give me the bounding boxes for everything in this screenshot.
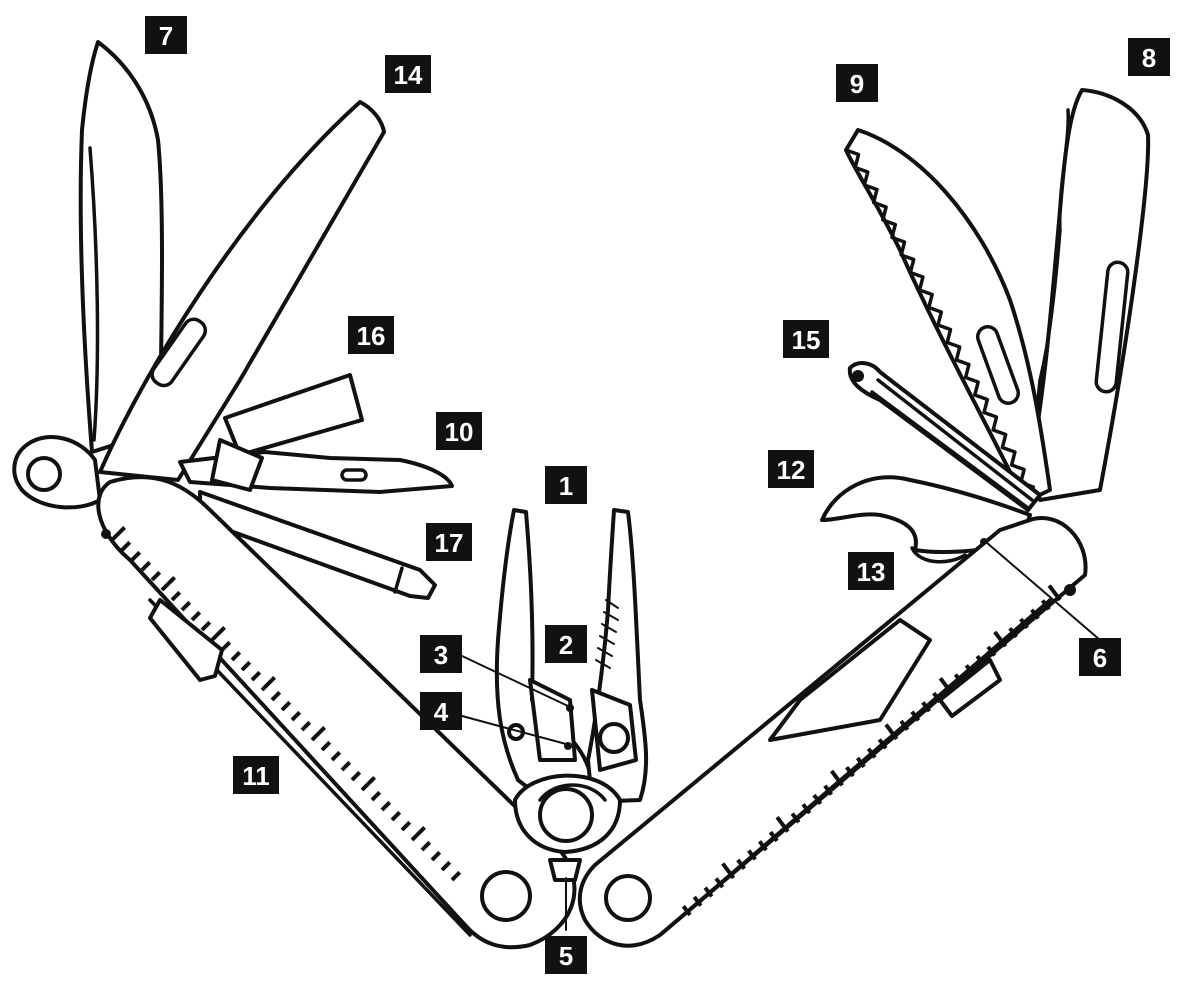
callout-8: 8	[1128, 38, 1170, 76]
callout-1-label: 1	[559, 471, 573, 501]
callout-12-label: 12	[777, 455, 806, 485]
callout-2-label: 2	[559, 630, 573, 660]
callout-15-label: 15	[792, 325, 821, 355]
leader-lines	[461, 541, 1101, 931]
callout-5: 5	[545, 936, 587, 974]
left-ruler-ticks	[110, 525, 462, 882]
callout-6-label: 6	[1093, 643, 1107, 673]
callout-13: 13	[848, 552, 894, 590]
callout-4: 4	[420, 692, 462, 730]
callout-9-label: 9	[850, 69, 864, 99]
phillips-screwdriver	[847, 361, 1042, 512]
callout-8-label: 8	[1142, 43, 1156, 73]
callout-13-label: 13	[857, 557, 886, 587]
callout-2: 2	[545, 625, 587, 663]
serrated-blade	[1028, 88, 1151, 502]
callout-6: 6	[1079, 638, 1121, 676]
callout-1: 1	[545, 466, 587, 504]
callout-16: 16	[348, 316, 394, 354]
small-file-tool	[223, 373, 364, 457]
callout-17: 17	[426, 523, 472, 561]
callout-10-label: 10	[445, 417, 474, 447]
callout-3-label: 3	[434, 640, 448, 670]
right-ruler-ticks	[681, 584, 1062, 917]
callout-14-label: 14	[394, 60, 423, 90]
long-file-blade	[98, 100, 386, 482]
scissors	[178, 438, 454, 494]
pliers-head	[494, 508, 649, 882]
callout-7: 7	[145, 16, 187, 54]
callout-3: 3	[420, 635, 462, 673]
callout-16-label: 16	[357, 321, 386, 351]
callout-10: 10	[436, 412, 482, 450]
callout-12: 12	[768, 450, 814, 488]
left-handle	[96, 475, 577, 950]
callout-15: 15	[783, 320, 829, 358]
right-handle	[577, 516, 1088, 948]
callout-14: 14	[385, 55, 431, 93]
callout-5-label: 5	[559, 941, 573, 971]
callout-11-label: 11	[242, 761, 270, 791]
lanyard-ring	[12, 435, 102, 510]
callout-4-label: 4	[434, 697, 449, 727]
callout-17-label: 17	[435, 528, 464, 558]
saw-blade	[844, 128, 1052, 504]
callout-9: 9	[836, 64, 878, 102]
callout-11: 11	[233, 756, 279, 794]
callout-7-label: 7	[159, 21, 173, 51]
